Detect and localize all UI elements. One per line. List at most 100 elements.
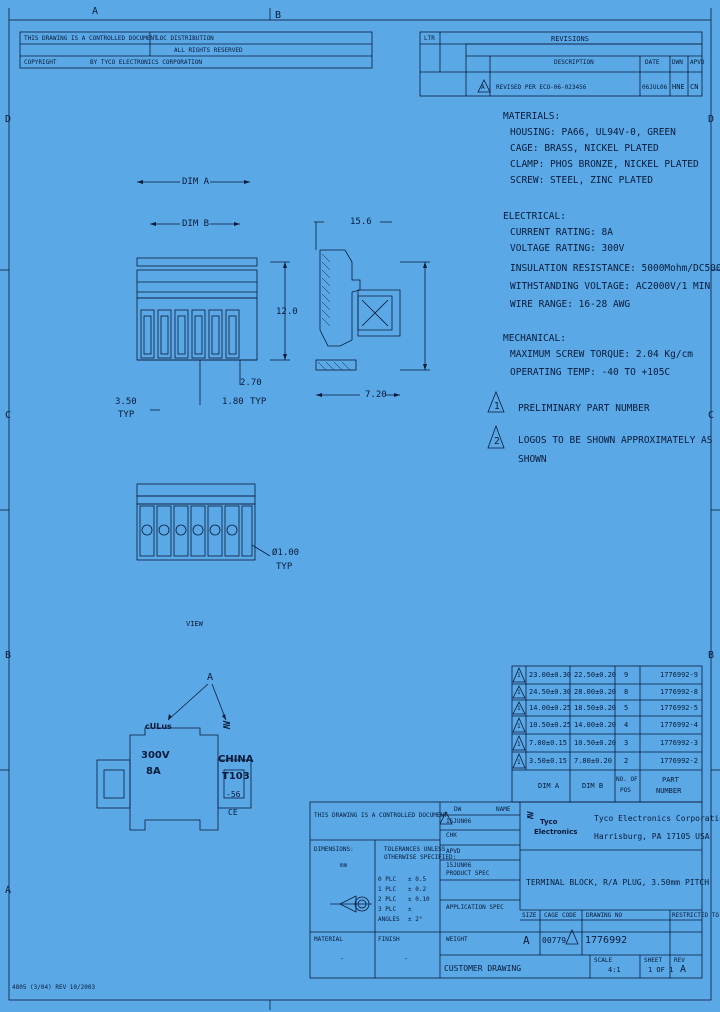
table-row-1-pos: 9 (624, 671, 629, 679)
tol-3plc-value: ± (408, 906, 412, 913)
materials-title: MATERIALS: (503, 111, 561, 122)
brand-tyco: Tyco (540, 818, 558, 826)
dim-3-50-label: 3.50 (115, 397, 137, 407)
dim-12-label: 12.0 (276, 307, 298, 317)
chk-label: CHK (446, 832, 457, 839)
date-code-suffix: -56 (226, 790, 241, 799)
dim-a-label: DIM A (182, 177, 210, 187)
zone-row-a: A (5, 885, 12, 896)
table-row-6-pos: 2 (624, 757, 629, 765)
table-header-pn-2: NUMBER (656, 787, 682, 795)
name-label: NAME (496, 806, 511, 813)
rev-row-dwn: HNE (672, 83, 685, 91)
callout-a: A (207, 672, 214, 683)
material-housing: HOUSING: PA66, UL94V-0, GREEN (510, 127, 676, 138)
rev-desc-header: DESCRIPTION (554, 59, 594, 66)
appvd-value: 15JUN06 (446, 862, 472, 869)
rev-row-desc: REVISED PER ECO-06-023456 (496, 84, 587, 91)
electrical-wire-range: WIRE RANGE: 16-28 AWG (510, 299, 631, 310)
material-value: - (340, 955, 345, 963)
zone-row-d: D (5, 114, 12, 125)
electrical-title: ELECTRICAL: (503, 211, 566, 222)
table-row-5-dimb: 10.50±0.20 (574, 739, 617, 747)
dims-unit: mm (340, 862, 348, 869)
table-header-dimb: DIM B (582, 782, 604, 790)
dw-label: DW (454, 806, 462, 813)
material-clamp: CLAMP: PHOS BRONZE, NICKEL PLATED (510, 159, 699, 170)
note-logos-2: SHOWN (518, 454, 547, 465)
table-header-pos-2: POS (620, 787, 631, 794)
table-row-4-flag: 1 (517, 723, 521, 730)
drawing-number: 1776992 (585, 935, 628, 946)
voltage-logo: 300V (141, 750, 170, 761)
appvd-label: APVD (446, 848, 461, 855)
drawing-no-label: DRAWING NO (586, 912, 623, 919)
rev-apvd-header: APVD (690, 59, 705, 66)
table-row-1-dima: 23.00±0.30 (529, 671, 572, 679)
dim-typ-2: TYP (250, 397, 267, 407)
table-row-4-dimb: 14.00±0.20 (574, 721, 617, 729)
tol-0plc: 0 PLC (378, 876, 397, 883)
mechanical-torque: MAXIMUM SCREW TORQUE: 2.04 Kg/cm (510, 349, 694, 360)
table-row-5-pn: 1776992-3 (660, 739, 698, 747)
table-row-5-dima: 7.00±0.15 (529, 739, 567, 747)
scale-value: 4:1 (608, 966, 621, 974)
electrical-voltage: VOLTAGE RATING: 300V (510, 243, 625, 254)
header-line-3: ALL RIGHTS RESERVED (174, 47, 243, 54)
zone-row-b-right: B (708, 650, 715, 661)
company-name: Tyco Electronics Corporation (594, 814, 720, 823)
tol-3plc: 3 PLC (378, 906, 397, 913)
size-label: SIZE (522, 912, 537, 919)
current-logo: 8A (146, 766, 161, 777)
table-row-2-dima: 24.50±0.30 (529, 688, 572, 696)
electrical-insulation: INSULATION RESISTANCE: 5000Mohm/DC500V (510, 263, 720, 274)
note-logos: LOGOS TO BE SHOWN APPROXIMATELY AS (518, 435, 713, 446)
table-header-dima: DIM A (538, 782, 560, 790)
table-row-3-dima: 14.00±0.25 (529, 704, 572, 712)
zone-col-b: B (275, 10, 282, 21)
dw-value: 15JUN06 (446, 818, 472, 825)
weight-label: WEIGHT (446, 936, 468, 943)
header-line-1: THIS DRAWING IS A CONTROLLED DOCUMENT (24, 35, 158, 42)
revisions-title: REVISIONS (551, 35, 589, 43)
table-row-4-dima: 10.50±0.25 (529, 721, 572, 729)
zone-row-c: C (5, 410, 12, 421)
tol-1plc: 1 PLC (378, 886, 397, 893)
tol-label-1: TOLERANCES UNLESS (384, 846, 446, 853)
zone-row-d-right: D (708, 114, 715, 125)
table-row-1-flag: 1 (517, 672, 521, 679)
table-row-6-dima: 3.50±0.15 (529, 757, 567, 765)
tol-angles: ANGLES (378, 916, 400, 923)
tol-angles-value: ± 2° (408, 916, 423, 923)
zone-col-a: A (92, 6, 99, 17)
ul-logo-icon: cULus (145, 722, 172, 731)
tol-label-2: OTHERWISE SPECIFIED: (384, 854, 457, 861)
sheet-label: SHEET (644, 957, 663, 964)
material-screw: SCREW: STEEL, ZINC PLATED (510, 175, 653, 186)
view-label: VIEW (186, 620, 203, 628)
rev-row-apvd: CN (690, 83, 699, 91)
tyco-brand-icon: ≷ (526, 810, 535, 821)
finish-label: FINISH (378, 936, 400, 943)
table-row-6-dimb: 7.80±0.20 (574, 757, 612, 765)
customer-drawing-label: CUSTOMER DRAWING (444, 964, 522, 973)
rev-row-date: 06JUL06 (642, 84, 668, 91)
table-row-6-flag: 1 (517, 759, 521, 766)
table-row-2-pos: 8 (624, 688, 629, 696)
dim-1-80-label: 1.80 (222, 397, 244, 407)
table-row-2-pn: 1776992-8 (660, 688, 698, 696)
prod-spec-label: PRODUCT SPEC (446, 870, 490, 877)
scale-label: SCALE (594, 957, 613, 964)
rev-ltr-header: LTR (424, 35, 435, 42)
flag-1-number: 1 (494, 401, 500, 412)
dims-label: DIMENSIONS: (314, 846, 354, 853)
material-label: MATERIAL (314, 936, 343, 943)
table-header-pn-1: PART (662, 776, 679, 784)
zone-row-b: B (5, 650, 12, 661)
restricted-label: RESTRICTED TO (672, 912, 719, 919)
cage-code-value: 00779 (542, 936, 567, 945)
table-row-4-pn: 1776992-4 (660, 721, 698, 729)
dim-b-label: DIM B (182, 219, 210, 229)
